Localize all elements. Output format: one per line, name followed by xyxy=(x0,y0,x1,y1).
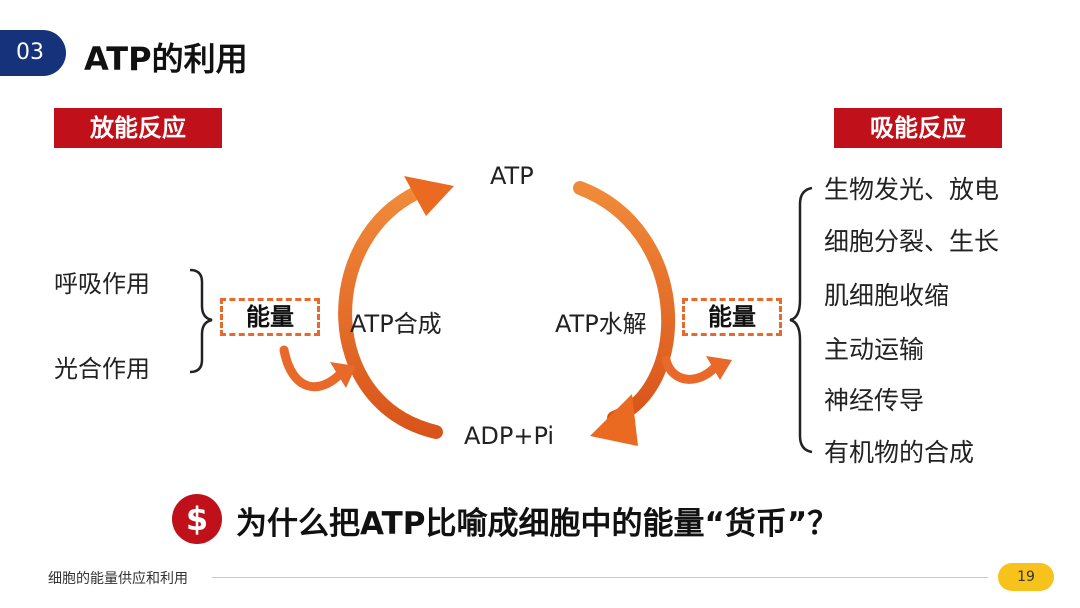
energy-out-arrow xyxy=(661,355,723,384)
slide-title: ATP的利用 xyxy=(84,40,248,78)
exergonic-item-photosynthesis: 光合作用 xyxy=(54,355,150,383)
energy-output-box: 能量 xyxy=(682,298,782,336)
exergonic-reaction-tag: 放能反应 xyxy=(54,108,222,148)
synthesis-arrowhead xyxy=(404,176,454,216)
endergonic-item: 细胞分裂、生长 xyxy=(824,227,1000,256)
endergonic-item: 肌细胞收缩 xyxy=(824,281,950,310)
endergonic-reaction-tag: 吸能反应 xyxy=(834,108,1002,148)
endergonic-item: 生物发光、放电 xyxy=(824,175,1000,204)
left-brace xyxy=(189,268,213,374)
footer-course-title: 细胞的能量供应和利用 xyxy=(48,571,188,587)
page-number: 19 xyxy=(998,563,1054,591)
endergonic-item: 主动运输 xyxy=(824,335,925,364)
energy-in-arrow xyxy=(279,345,347,392)
right-brace xyxy=(789,186,813,454)
energy-out-arrowhead xyxy=(706,356,732,380)
exergonic-item-respiration: 呼吸作用 xyxy=(54,270,150,298)
adp-pi-label: ADP+Pi xyxy=(464,422,555,450)
atp-synthesis-label: ATP合成 xyxy=(350,310,442,338)
section-number-badge: 03 xyxy=(0,30,66,76)
energy-input-box: 能量 xyxy=(220,298,320,336)
synthesis-arc-arrow xyxy=(338,185,443,439)
atp-label: ATP xyxy=(490,162,534,190)
dollar-icon: $ xyxy=(172,494,222,544)
footer-divider xyxy=(212,577,988,578)
hydrolysis-arrowhead xyxy=(590,394,638,446)
endergonic-item: 神经传导 xyxy=(824,386,925,415)
endergonic-item: 有机物的合成 xyxy=(824,438,975,467)
atp-hydrolysis-label: ATP水解 xyxy=(555,310,647,338)
energy-in-arrowhead xyxy=(330,362,356,388)
question-text: 为什么把ATP比喻成细胞中的能量“货币”？ xyxy=(236,506,839,542)
hydrolysis-arc-arrow xyxy=(573,181,676,425)
